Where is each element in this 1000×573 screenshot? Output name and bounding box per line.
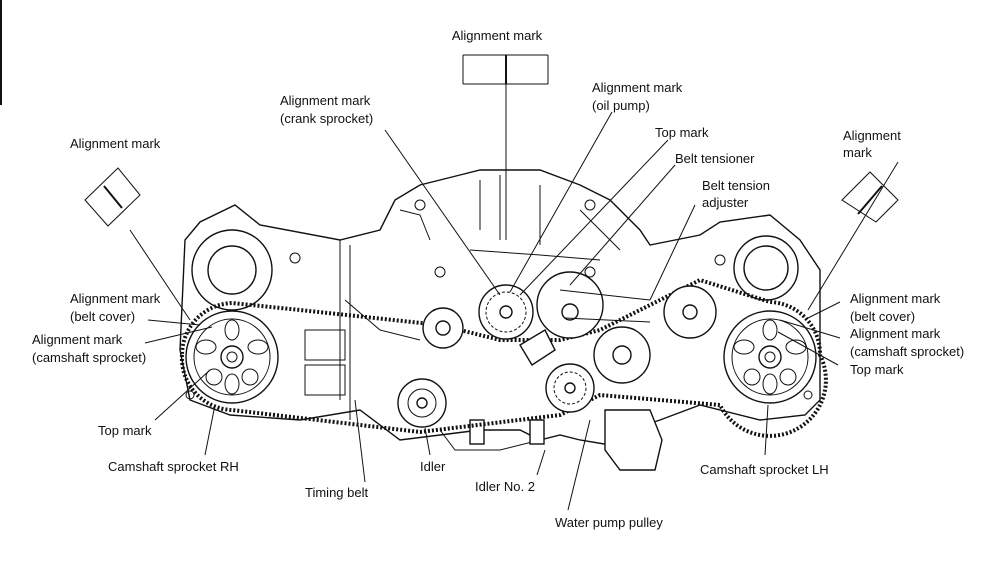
small-pulley xyxy=(422,307,464,349)
label-cam-lh: Camshaft sprocket LH xyxy=(700,462,829,477)
label-idler-no2: Idler No. 2 xyxy=(475,479,535,494)
label-crank-mark: Alignment mark xyxy=(280,93,371,108)
label-idler: Idler xyxy=(420,459,446,474)
label-timing-belt: Timing belt xyxy=(305,485,368,500)
label-crank-mark-sub: (crank sprocket) xyxy=(280,111,373,126)
label-cam-rh: Camshaft sprocket RH xyxy=(108,459,239,474)
label-belt-tension-adjuster: Belt tension xyxy=(702,178,770,193)
water-pump-pulley xyxy=(593,326,651,384)
label-left-belt-cover-sub: (belt cover) xyxy=(70,309,135,324)
labels: Alignment mark Alignment mark (oil pump)… xyxy=(32,28,964,530)
label-oil-pump-mark-sub: (oil pump) xyxy=(592,98,650,113)
top-alignment-inset xyxy=(462,54,549,85)
label-right-top-mark: Top mark xyxy=(850,362,904,377)
label-left-alignment-mark: Alignment mark xyxy=(70,136,161,151)
label-top-mark-center: Top mark xyxy=(655,125,709,140)
idler xyxy=(397,378,447,428)
label-right-cam-mark: Alignment mark xyxy=(850,326,941,341)
label-water-pump-pulley: Water pump pulley xyxy=(555,515,663,530)
label-left-cam-mark-sub: (camshaft sprocket) xyxy=(32,350,146,365)
label-belt-tensioner: Belt tensioner xyxy=(675,151,755,166)
leader-lines xyxy=(129,84,899,511)
label-right-belt-cover-sub: (belt cover) xyxy=(850,309,915,324)
camshaft-sprocket-rh xyxy=(185,310,279,404)
upper-idler xyxy=(663,285,717,339)
label-right-alignment-mark-sub: mark xyxy=(843,145,872,160)
left-cam-cover xyxy=(191,229,273,311)
right-cam-cover xyxy=(733,235,799,301)
label-left-belt-cover: Alignment mark xyxy=(70,291,161,306)
label-top-alignment-mark: Alignment mark xyxy=(452,28,543,43)
label-left-cam-mark: Alignment mark xyxy=(32,332,123,347)
belt-tensioner xyxy=(536,271,651,339)
right-alignment-inset xyxy=(841,171,899,223)
label-right-belt-cover: Alignment mark xyxy=(850,291,941,306)
pipe-fitting xyxy=(519,329,556,366)
label-belt-tension-adjuster-sub: adjuster xyxy=(702,195,749,210)
label-right-alignment-mark: Alignment xyxy=(843,128,901,143)
left-alignment-inset xyxy=(84,167,141,227)
camshaft-sprocket-lh xyxy=(723,310,817,404)
idler-no2 xyxy=(545,363,595,413)
crank-sprocket xyxy=(478,284,534,340)
label-oil-pump-mark: Alignment mark xyxy=(592,80,683,95)
label-right-cam-mark-sub: (camshaft sprocket) xyxy=(850,344,964,359)
label-left-top-mark: Top mark xyxy=(98,423,152,438)
